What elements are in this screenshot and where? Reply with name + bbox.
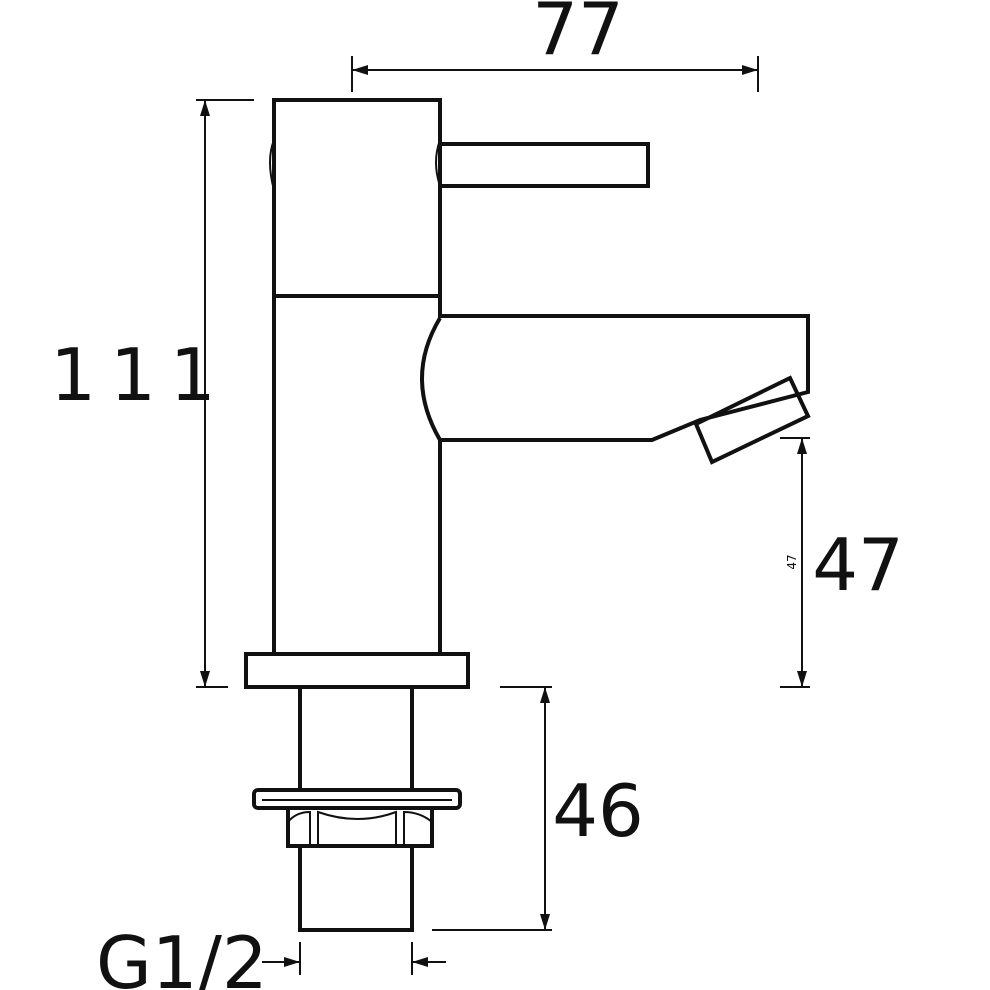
thread-label: G1/2 (96, 921, 268, 990)
shank-length-label: 46 (552, 769, 644, 853)
shank-dimension: 46 (432, 686, 644, 931)
aerator (693, 375, 811, 465)
handle-housing (272, 98, 442, 298)
main-column (272, 296, 442, 654)
lever-handle (440, 142, 650, 188)
tail-pipe (298, 846, 414, 932)
nut-facet-mid (317, 810, 397, 846)
height-label: 111 (50, 333, 229, 417)
housing-left-notch (269, 139, 275, 191)
washer (252, 788, 462, 810)
width-dimension: 77 (351, 0, 759, 92)
back-nut (286, 808, 434, 848)
shank (298, 687, 414, 790)
height-dimension: 111 (50, 99, 254, 688)
nut-facet-left (287, 810, 311, 846)
tap-outline (244, 98, 811, 932)
spout-height-dimension: 47 47 (780, 437, 904, 688)
nut-facet-right (403, 810, 433, 846)
base-flange (244, 652, 470, 689)
spout-height-label: 47 (812, 523, 904, 607)
width-label: 77 (532, 0, 624, 71)
spout (420, 314, 810, 442)
thread-dimension: G1/2 (96, 921, 446, 990)
spout-height-small-label: 47 (785, 554, 799, 569)
housing-right-notch (435, 139, 441, 187)
